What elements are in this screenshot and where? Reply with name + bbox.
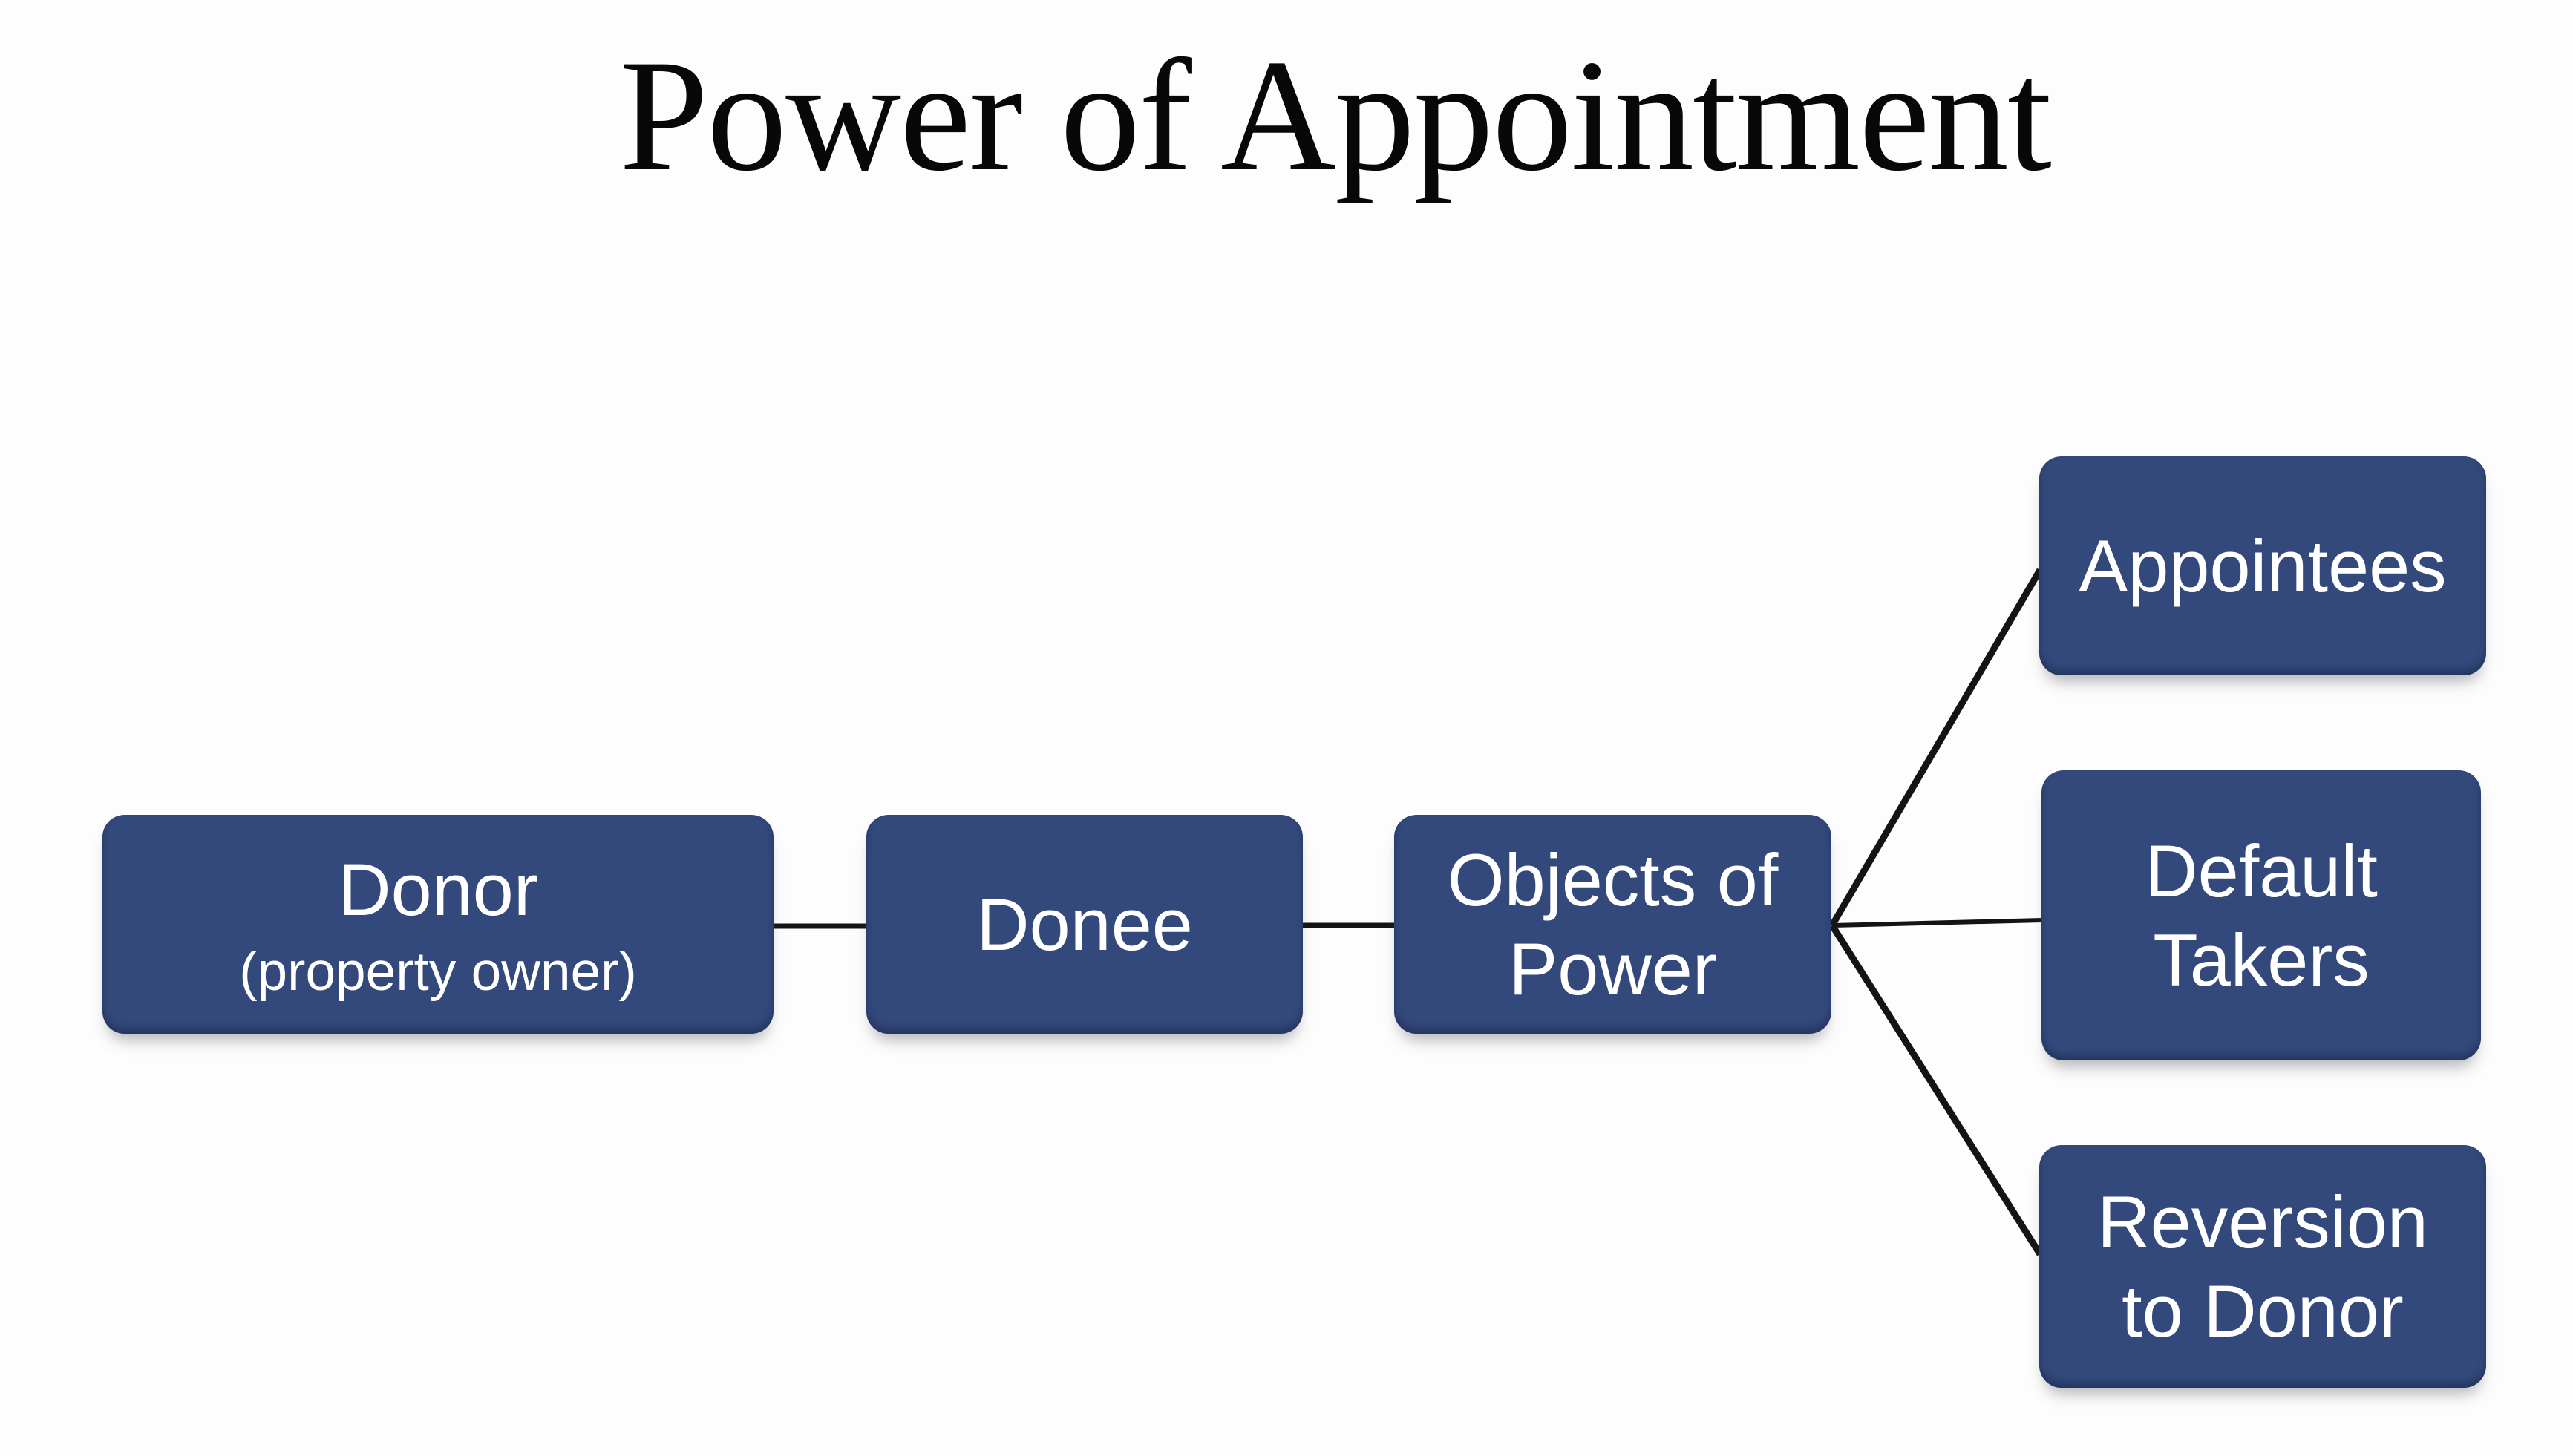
node-label: to Donor [2122,1269,2404,1352]
node-label: Power [1508,927,1717,1010]
node-reversion-to-donor: Reversion to Donor [2039,1145,2486,1388]
node-label: Donor [338,847,538,931]
node-label: Takers [2153,918,2370,1001]
node-label: Default [2145,829,2378,912]
edge-objects-reversion [1829,923,2043,1256]
edge-objects-default-takers [1831,918,2043,928]
node-default-takers: Default Takers [2041,770,2481,1060]
node-donee: Donee [866,815,1303,1034]
edge-objects-appointees [1829,568,2043,928]
node-objects-of-power: Objects of Power [1394,815,1831,1034]
node-label: Objects of [1447,838,1779,921]
node-donor: Donor (property owner) [102,815,774,1034]
node-label: Donee [976,882,1193,965]
node-label: Reversion [2097,1180,2428,1263]
page-title: Power of Appointment [619,27,2052,204]
node-label: Appointees [2079,524,2447,607]
node-sublabel: (property owner) [239,942,637,1003]
node-appointees: Appointees [2039,456,2486,675]
